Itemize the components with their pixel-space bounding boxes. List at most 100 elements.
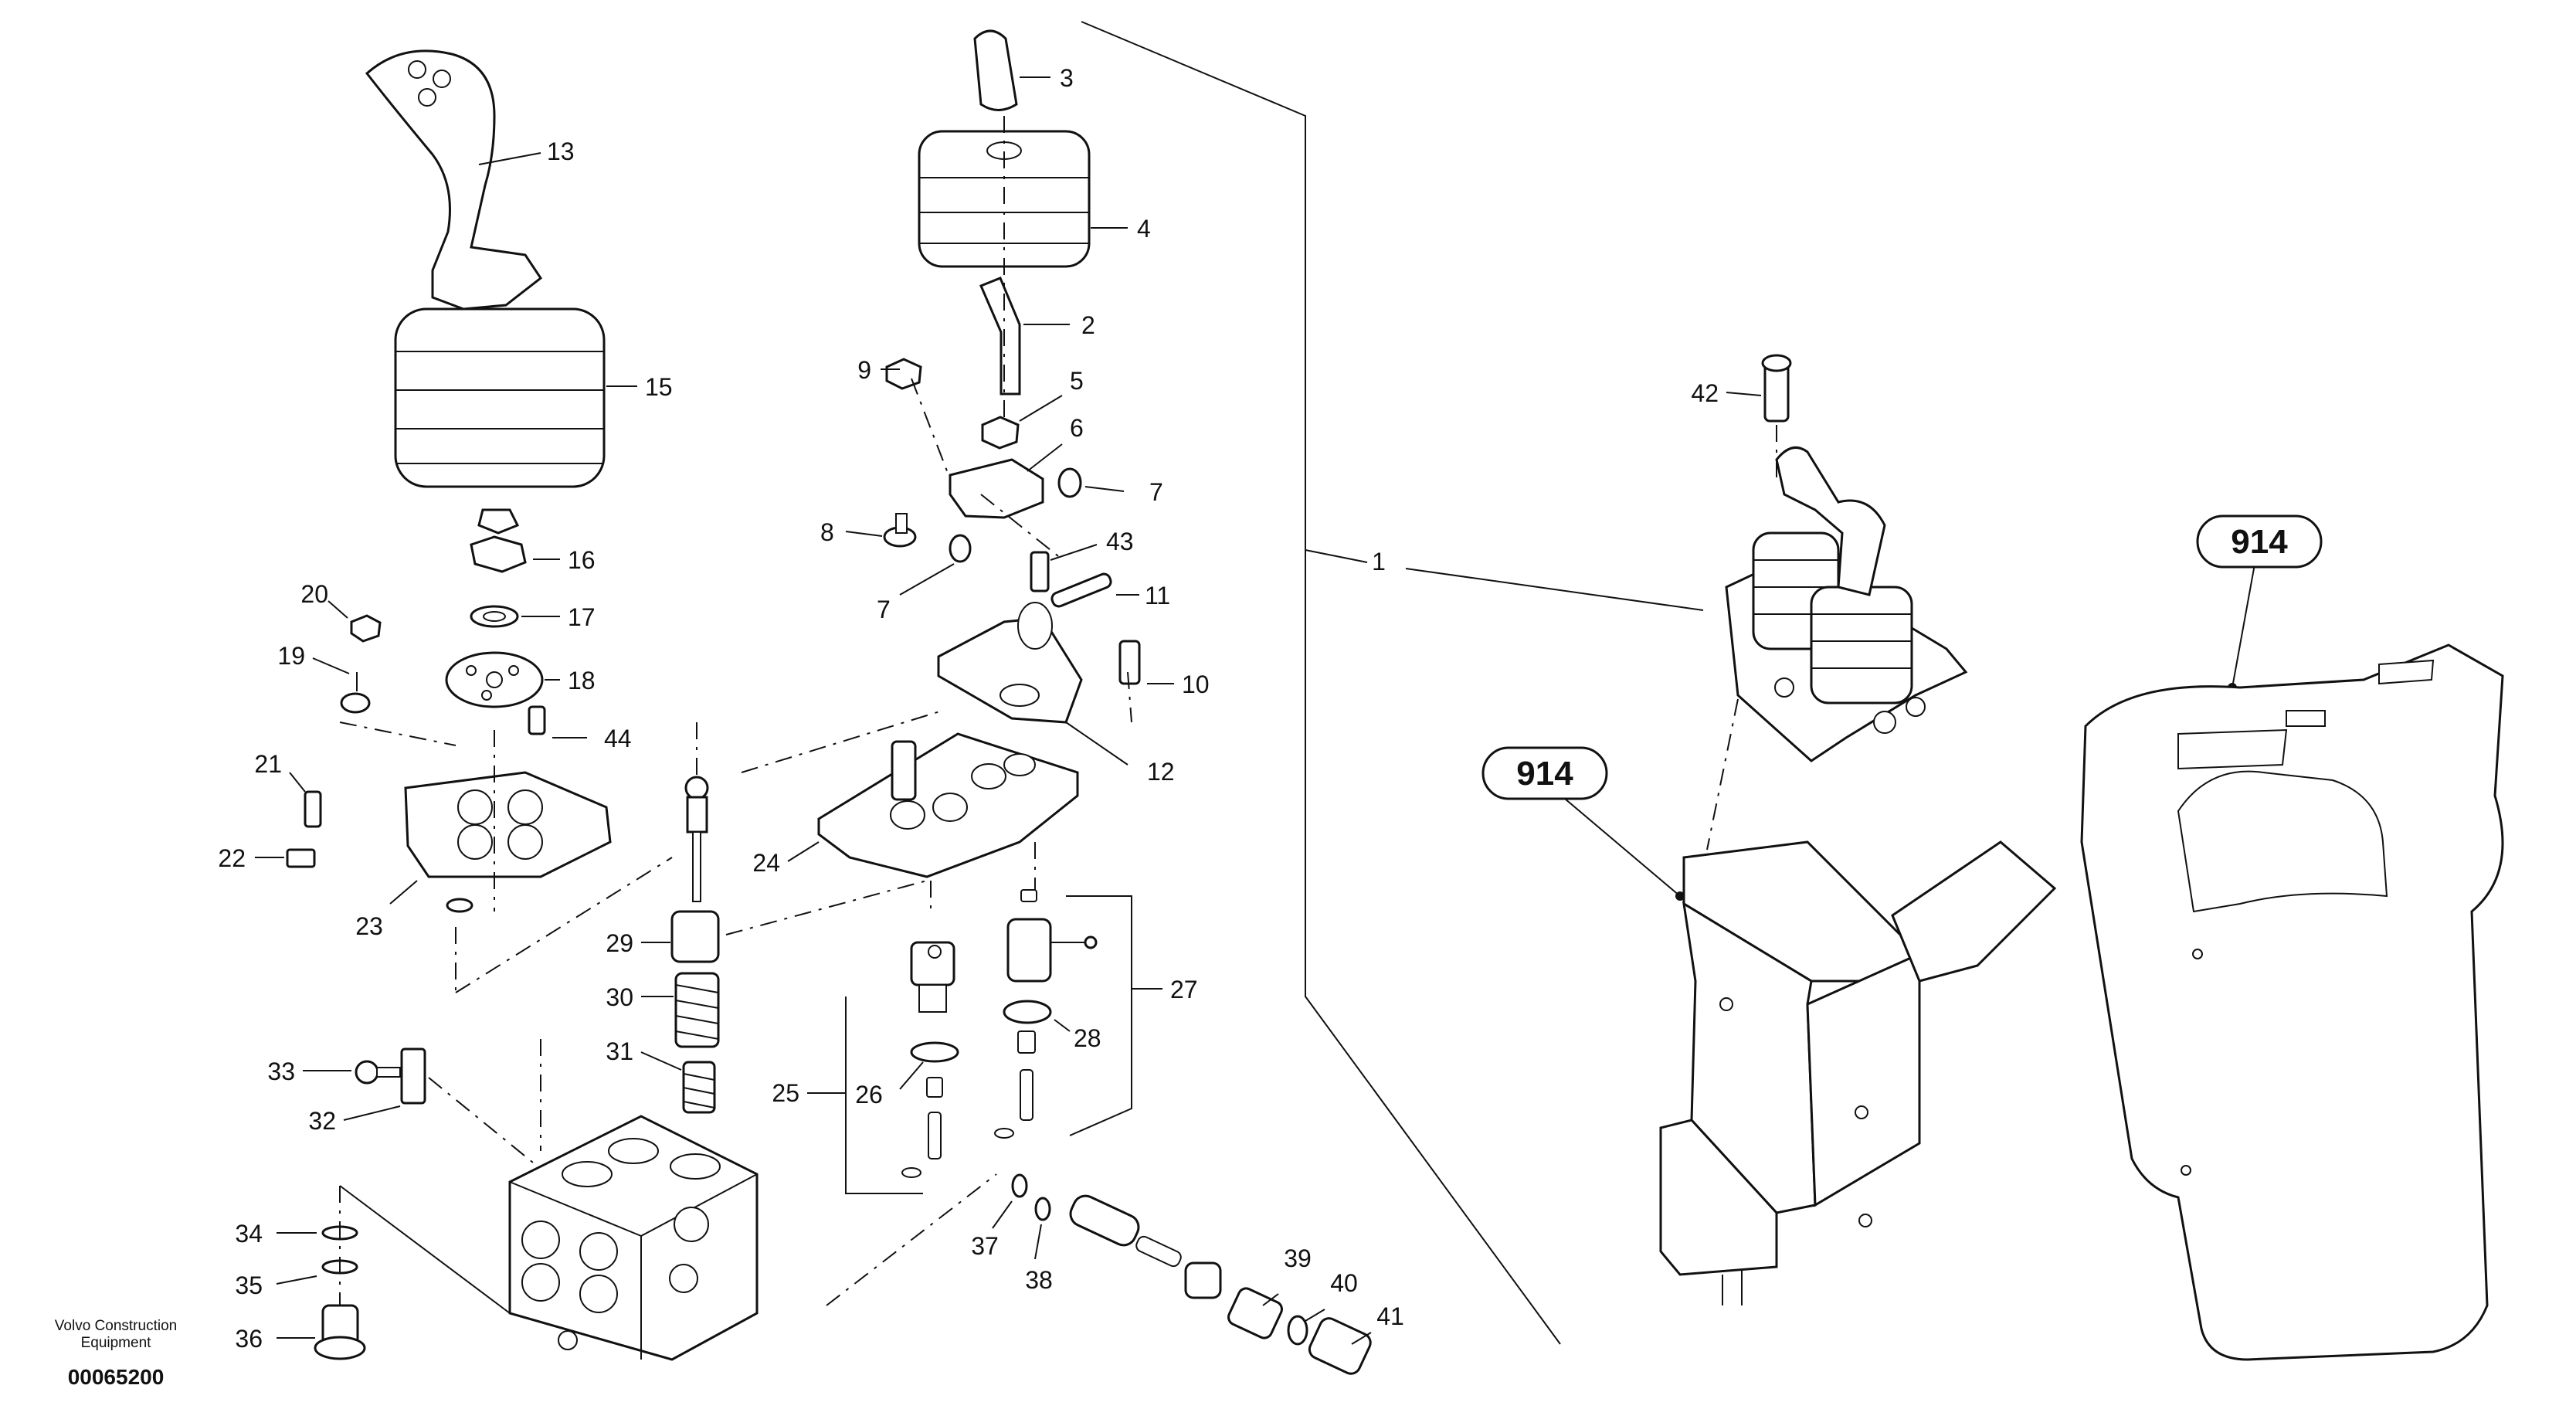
joystick-boot-15 (394, 307, 637, 488)
callout-8: 8 (820, 518, 834, 546)
callout-20: 20 (300, 580, 328, 608)
callout-41: 41 (1376, 1302, 1404, 1330)
callout-35: 35 (235, 1271, 263, 1299)
callout-43: 43 (1106, 528, 1134, 555)
bracket-32 (343, 1047, 426, 1121)
spring-39 (1227, 1287, 1283, 1339)
screw-8 (845, 513, 917, 548)
reference-badge-914-left: 914 (1481, 746, 1608, 800)
base-12 (937, 602, 1128, 766)
callout-18: 18 (568, 667, 596, 694)
o-ring-38 (1034, 1197, 1051, 1260)
callout-17: 17 (568, 603, 596, 631)
callout-31: 31 (606, 1037, 633, 1065)
valve-stem (1069, 1194, 1182, 1268)
callout-13: 13 (547, 138, 575, 165)
dashed-axes-lower (339, 1039, 997, 1314)
cartridge-25-group (807, 941, 959, 1194)
callout-7a: 7 (1149, 478, 1163, 506)
callout-10: 10 (1182, 671, 1210, 698)
callout-11: 11 (1145, 582, 1170, 609)
screw-43 (1030, 544, 1098, 592)
bracket-6 (949, 443, 1063, 519)
pin-11 (1050, 572, 1139, 608)
callout-21: 21 (254, 750, 282, 778)
support-frame (1659, 840, 2057, 1305)
valve-body (508, 1115, 759, 1361)
spring-31 (640, 1051, 716, 1114)
callout-28: 28 (1074, 1024, 1101, 1052)
o-ring-40 (1287, 1309, 1325, 1346)
callout-19: 19 (277, 642, 305, 670)
callout-24: 24 (752, 849, 780, 877)
assembled-joystick (1725, 446, 1968, 762)
screw-44 (528, 705, 587, 738)
callout-38: 38 (1025, 1266, 1053, 1294)
svg-text:914: 914 (2231, 523, 2288, 561)
callout-29: 29 (606, 929, 633, 957)
screw-21 (289, 772, 322, 828)
callout-37: 37 (971, 1232, 999, 1260)
callout-40: 40 (1330, 1269, 1358, 1297)
o-ring-35 (276, 1259, 358, 1285)
callout-3: 3 (1060, 64, 1074, 92)
brand-line-2: Equipment (81, 1335, 152, 1351)
plug-36 (277, 1304, 366, 1360)
callout-4: 4 (1137, 215, 1151, 243)
nut-20 (328, 600, 382, 643)
callout-27: 27 (1170, 976, 1198, 1003)
knob-3 (973, 29, 1050, 111)
nut-5 (981, 395, 1063, 450)
o-ring-34 (277, 1225, 358, 1241)
cartridge-27-group (994, 889, 1162, 1139)
callout-16: 16 (568, 546, 596, 574)
plate-23 (389, 771, 612, 905)
callout-12: 12 (1147, 758, 1175, 786)
assembly-bracket-1 (1081, 21, 1704, 1345)
dashed-axes-left (339, 721, 673, 993)
plunger-rod (684, 722, 709, 902)
washer-17 (470, 605, 560, 628)
screw-10 (1118, 640, 1174, 685)
callout-2: 2 (1081, 311, 1095, 339)
callout-15: 15 (645, 373, 673, 401)
o-ring-37 (992, 1173, 1028, 1229)
screw-19 (312, 657, 371, 714)
dashed-axes-upper (911, 116, 1132, 723)
screw-33 (303, 1060, 401, 1085)
washer-7a (1057, 467, 1125, 498)
callout-36: 36 (235, 1325, 263, 1353)
callout-5: 5 (1070, 367, 1084, 395)
leader-914-left (1544, 698, 1739, 901)
svg-text:914: 914 (1516, 755, 1573, 793)
spring-30 (641, 972, 720, 1048)
dashed-axes-center (725, 710, 1036, 935)
cap-41 (1308, 1317, 1372, 1375)
nut-16 (470, 508, 560, 573)
console-cover (2080, 643, 2504, 1361)
brand-line-1: Volvo Construction (55, 1318, 177, 1334)
boot-4 (918, 130, 1128, 268)
callout-39: 39 (1284, 1244, 1312, 1272)
callout-30: 30 (606, 983, 633, 1011)
lever-2 (979, 277, 1070, 396)
callout-22: 22 (218, 844, 246, 872)
callout-1: 1 (1372, 548, 1386, 575)
callout-23: 23 (355, 912, 383, 940)
footer: Volvo Construction Equipment 00065200 (55, 1318, 177, 1389)
callout-9: 9 (857, 356, 871, 384)
callout-labels: 1 2 3 4 5 6 7 7 8 9 10 11 12 13 15 16 17… (218, 64, 1719, 1353)
callout-25: 25 (772, 1079, 799, 1107)
sleeve-29 (641, 910, 720, 963)
reference-badge-914-right: 914 (2196, 514, 2323, 569)
plate-18 (445, 651, 560, 708)
callout-42: 42 (1691, 379, 1719, 407)
nut-9 (881, 358, 922, 390)
callout-32: 32 (308, 1107, 336, 1135)
plate-24 (787, 732, 1079, 878)
callout-34: 34 (235, 1220, 263, 1248)
callout-33: 33 (267, 1058, 295, 1085)
washer-7b (899, 534, 972, 596)
clip-22 (255, 848, 316, 868)
